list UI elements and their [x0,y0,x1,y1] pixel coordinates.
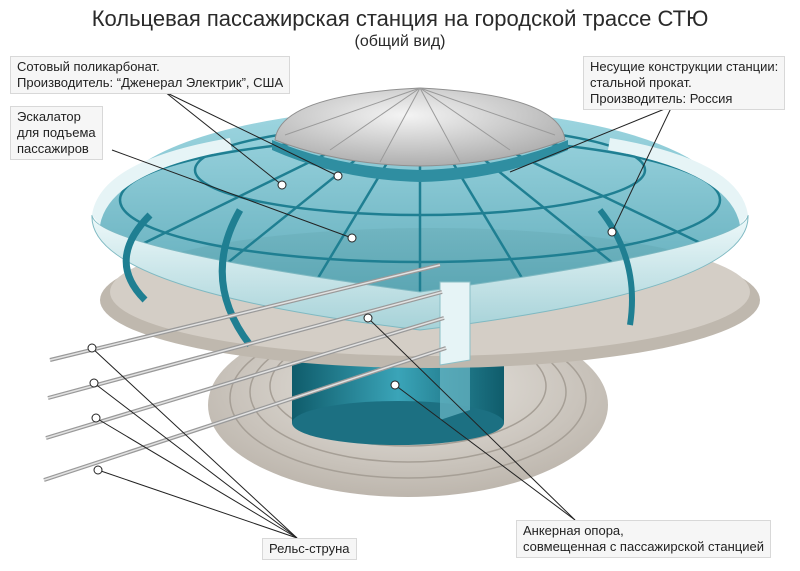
central-dome [272,87,568,182]
label-polycarbonate: Сотовый поликарбонат. Производитель: “Дж… [10,56,291,94]
label-line: для подъема [17,125,96,140]
label-line: Производитель: “Дженерал Электрик”, США [17,75,284,90]
label-structures: Несущие конструкции станции: стальной пр… [583,56,786,110]
label-escalator: Эскалатор для подъема пассажиров [10,106,103,160]
leader-markers [87,171,617,475]
label-line: совмещенная с пассажирской станцией [523,539,764,554]
label-line: Анкерная опора, [523,523,624,538]
label-line: Рельс-струна [269,541,350,556]
label-anchor: Анкерная опора, совмещенная с пассажирск… [516,520,771,558]
label-line: пассажиров [17,141,89,156]
page-title: Кольцевая пассажирская станция на городс… [91,6,709,31]
label-rail: Рельс-струна [262,538,357,560]
label-line: Несущие конструкции станции: [590,59,779,74]
label-line: Эскалатор [17,109,81,124]
outer-ring [91,138,749,366]
label-line: стальной прокат. [590,75,692,90]
page-subtitle: (общий вид) [354,33,446,50]
label-line: Производитель: Россия [590,91,733,106]
arch-frames [122,208,635,348]
label-line: Сотовый поликарбонат. [17,59,160,74]
rail-strings [43,263,447,482]
leader-lines [91,91,673,539]
